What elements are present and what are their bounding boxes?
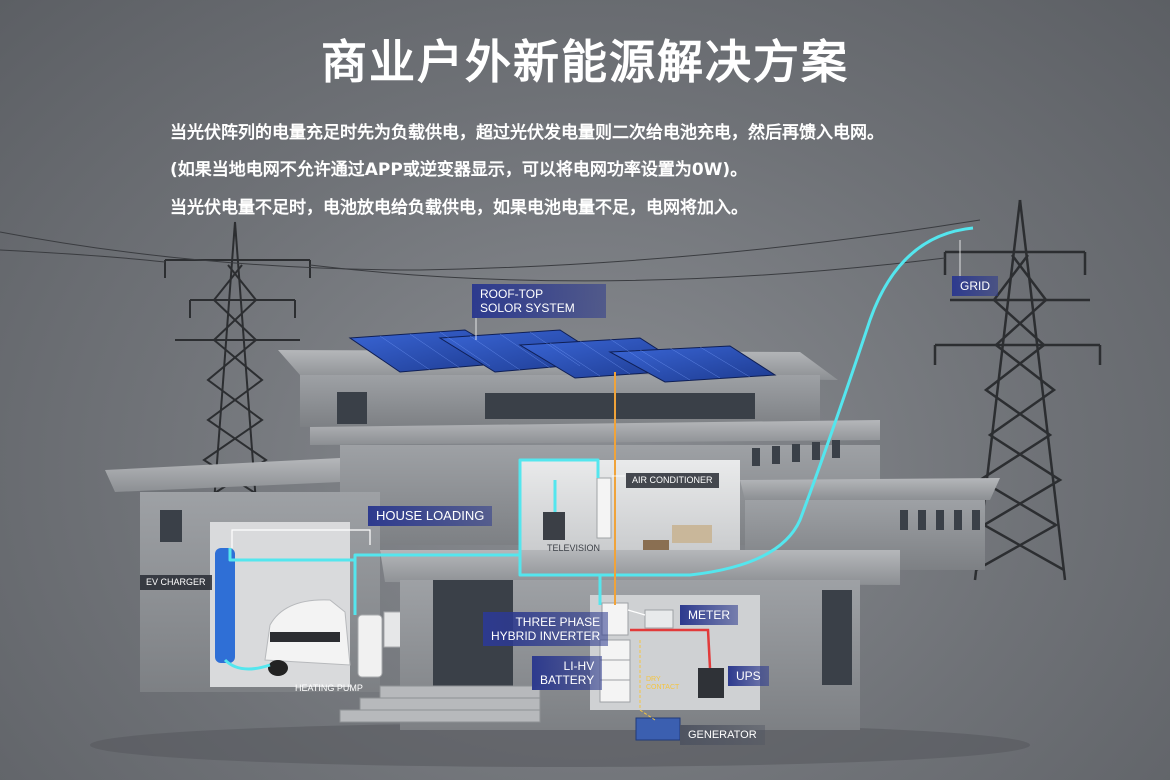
label-air-conditioner: AIR CONDITIONER <box>626 473 719 488</box>
car <box>264 599 351 676</box>
label-ev-charger: EV CHARGER <box>140 575 212 590</box>
power-lines <box>0 219 981 282</box>
label-dry-contact-line2: CONTACT <box>646 684 680 691</box>
label-roof-top-line1: ROOF-TOP <box>480 287 544 301</box>
garage-window <box>160 510 182 542</box>
generator-unit <box>635 717 681 741</box>
label-battery-line1: LI-HV <box>563 659 595 673</box>
side-windows <box>752 440 840 466</box>
heating-pump-side <box>383 611 403 648</box>
label-ups: UPS <box>728 666 769 686</box>
label-television: TELEVISION <box>547 543 601 553</box>
meter-unit <box>644 609 674 629</box>
upper-window-strip <box>485 393 755 419</box>
label-house-loading: HOUSE LOADING <box>368 506 493 526</box>
ground-shadow <box>90 723 1030 767</box>
sofa <box>672 525 712 543</box>
label-meter: METER <box>680 605 738 625</box>
coffee-table <box>643 540 669 550</box>
description-line-3: 当光伏电量不足时，电池放电给负载供电，如果电池电量不足，电网将加入。 <box>170 198 748 218</box>
television-unit <box>543 512 565 540</box>
label-battery-line2: BATTERY <box>540 673 595 687</box>
right-wing-roof <box>740 478 1000 500</box>
dry-contact-wire <box>639 640 656 721</box>
small-window-left <box>337 392 367 424</box>
page-title: 商业户外新能源解决方案 <box>321 35 849 89</box>
label-dry-contact-line1: DRY <box>646 676 661 683</box>
middle-roof <box>310 420 880 445</box>
ground-floor-roof <box>380 550 900 585</box>
cyan-power-wires <box>223 226 974 671</box>
label-hybrid-inverter: THREE PHASE HYBRID INVERTER <box>483 612 609 646</box>
description-line-2: (如果当地电网不允许通过APP或逆变器显示，可以将电网功率设置为0W)。 <box>170 160 748 180</box>
label-battery: LI-HV BATTERY <box>532 656 603 690</box>
description-line-1: 当光伏阵列的电量充足时先为负载供电，超过光伏发电量则二次给电池充电，然后再馈入电… <box>170 123 884 143</box>
battery-stack <box>599 639 631 703</box>
ups-unit <box>698 668 724 698</box>
garage-roof <box>105 458 340 492</box>
label-roof-top-line2: SOLOR SYSTEM <box>480 301 575 315</box>
label-generator: GENERATOR <box>680 725 765 745</box>
label-roof-top-solar: ROOF-TOP SOLOR SYSTEM <box>472 284 606 318</box>
label-grid: GRID <box>952 276 998 296</box>
red-battery-wires <box>630 628 712 669</box>
solar-panels <box>348 329 777 383</box>
right-window <box>822 590 852 685</box>
front-steps <box>339 685 541 723</box>
right-wing-windows <box>900 510 980 530</box>
label-inverter-line1: THREE PHASE <box>515 615 601 629</box>
ev-charger-unit <box>215 548 235 663</box>
heating-pump-unit <box>357 614 383 678</box>
label-heating-pump: HEATING PUMP <box>295 683 363 693</box>
white-signal-wires <box>231 529 646 616</box>
label-inverter-line2: HYBRID INVERTER <box>491 629 601 643</box>
air-conditioner-unit <box>596 477 612 539</box>
label-dry-contact: DRY CONTACT <box>646 676 679 692</box>
